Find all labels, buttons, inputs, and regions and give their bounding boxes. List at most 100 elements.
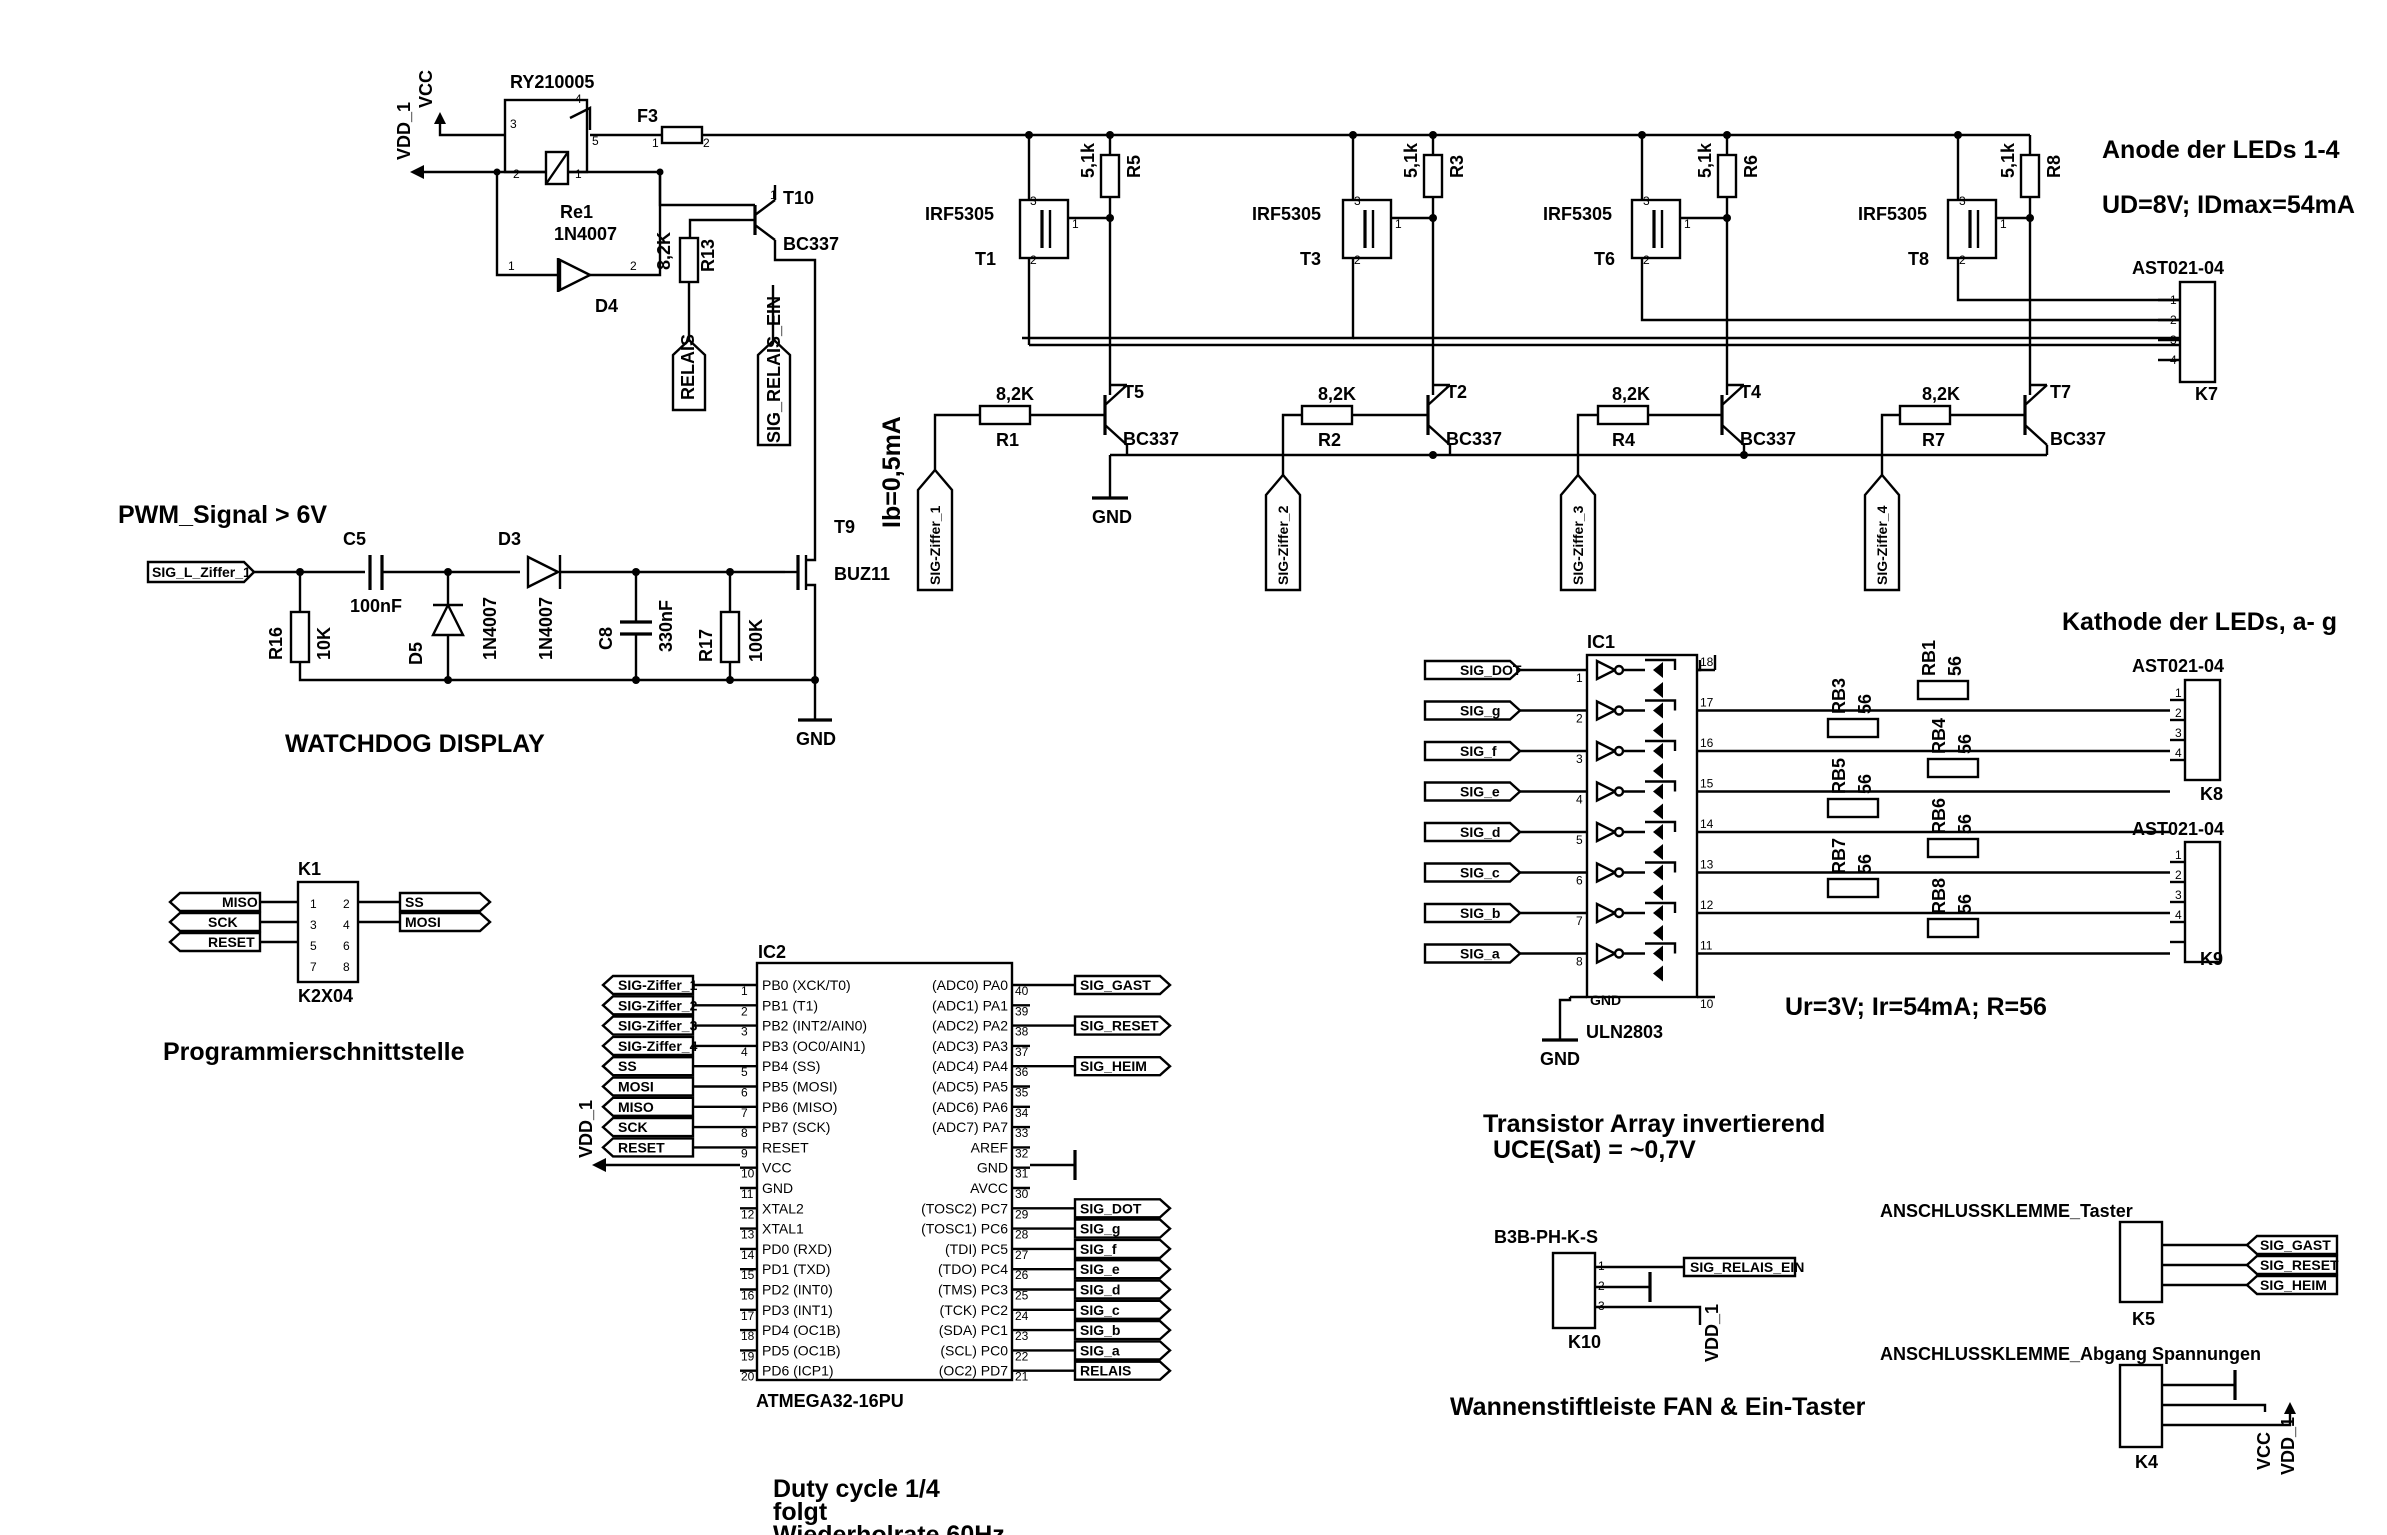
ic2-left-pin-name: PB1 (T1) — [762, 997, 818, 1013]
relay-ref: RY210005 — [510, 72, 594, 92]
segment-resistor — [1926, 917, 1980, 939]
ic2-right-pin-num: 37 — [1015, 1045, 1029, 1059]
sig-ziffer-4-text: SIG-Ziffer_4 — [1874, 505, 1890, 585]
r2-resistor — [1300, 404, 1354, 426]
ic1-input-flag — [1423, 862, 1522, 883]
r2-ref: R2 — [1318, 430, 1341, 450]
ic2-left-pin-name: PB3 (OC0/AIN1) — [762, 1038, 865, 1054]
ic1-in-pin: 4 — [1576, 793, 1583, 807]
r17-val: 100K — [746, 619, 766, 662]
ic2-right-flag-text: SIG_g — [1080, 1221, 1120, 1237]
t8-mosfet — [1946, 198, 1998, 260]
r5-ref: R5 — [1124, 155, 1144, 178]
note-anode: Anode der LEDs 1-4 — [2102, 136, 2340, 164]
gnd-watchdog: GND — [796, 729, 836, 749]
svg-text:4: 4 — [575, 92, 582, 106]
t3-mosfet — [1341, 198, 1393, 260]
ic2-left-pin-name: PD4 (OC1B) — [762, 1322, 841, 1338]
note-ib: Ib=0,5mA — [878, 416, 906, 528]
ic2-left-flag-text: SIG-Ziffer_1 — [618, 977, 698, 993]
ic2-left-pin-name: PD2 (INT0) — [762, 1282, 833, 1298]
ic2-right-pin-name: (TDO) PC4 — [938, 1261, 1008, 1277]
svg-text:3: 3 — [310, 918, 317, 932]
svg-text:3: 3 — [1643, 194, 1650, 208]
ic2-right-flag — [1073, 1055, 1172, 1077]
k1-type: K2X04 — [298, 986, 353, 1006]
svg-text:3: 3 — [510, 117, 517, 131]
t7-type: BC337 — [2050, 429, 2106, 449]
t6-type: IRF5305 — [1543, 204, 1612, 224]
ic2-left-pin-name: PD3 (INT1) — [762, 1302, 833, 1318]
d4-ref: D4 — [595, 296, 618, 316]
ic2-right-pin-name: (ADC1) PA1 — [932, 997, 1008, 1013]
ic2-right-pin-name: (TDI) PC5 — [945, 1241, 1008, 1257]
ic2-right-pin-name: (TMS) PC3 — [938, 1282, 1008, 1298]
k5-connector: ANSCHLUSSKLEMME_Taster K5 SIG_GAST SIG_R… — [1880, 1201, 2339, 1329]
diode-icon — [1653, 824, 1663, 840]
k1-miso-flag — [168, 891, 262, 913]
r3-ref: R3 — [1447, 155, 1467, 178]
k5-title: ANSCHLUSSKLEMME_Taster — [1880, 1201, 2133, 1221]
note-duty1: Duty cycle 1/4 — [773, 1475, 940, 1503]
ic2-right-pin-name: AVCC — [970, 1180, 1008, 1196]
ic1-in-pin: 1 — [1576, 671, 1583, 685]
k1-mosi-text: MOSI — [405, 914, 441, 930]
svg-text:2: 2 — [630, 259, 637, 273]
ic2-left-pin-num: 18 — [741, 1329, 755, 1343]
r8-ref: R8 — [2044, 155, 2064, 178]
segment-resistor — [1826, 717, 1880, 739]
driver-block-2: 5,1k R3 IRF5305 T3 321 T2 BC337 8,2K R2 … — [1022, 135, 1502, 592]
ic2-left-flag-text: SS — [618, 1058, 637, 1074]
sig-relais-flag — [756, 338, 792, 447]
k1-ss-text: SS — [405, 894, 424, 910]
svg-text:2: 2 — [703, 136, 710, 150]
ic1-out-pin: 17 — [1700, 696, 1714, 710]
ic2-left-pin-name: PB4 (SS) — [762, 1058, 820, 1074]
diode-icon — [1653, 925, 1663, 941]
t4-type: BC337 — [1740, 429, 1796, 449]
ic2-right-flag-text: SIG_e — [1080, 1261, 1120, 1277]
ic2-right-flag — [1073, 1299, 1172, 1321]
r16-ref: R16 — [266, 627, 286, 660]
ic2-right-flag-text: SIG_RESET — [1080, 1018, 1159, 1034]
svg-text:1: 1 — [652, 136, 659, 150]
ic2-left-pin-name: PD1 (TXD) — [762, 1261, 830, 1277]
svg-text:2: 2 — [513, 167, 520, 181]
c8-ref: C8 — [596, 627, 616, 650]
t7-ref: T7 — [2050, 382, 2071, 402]
svg-text:2: 2 — [2175, 868, 2182, 882]
ic2-left-flag — [601, 1055, 695, 1077]
k10-type: B3B-PH-K-S — [1494, 1227, 1598, 1247]
note-duty3: Wiederholrate 60Hz — [773, 1521, 1005, 1535]
ic1-input-flag — [1423, 943, 1522, 964]
k5-heim-text: SIG_HEIM — [2260, 1277, 2327, 1293]
t9-ref: T9 — [834, 517, 855, 537]
ic2-left-pin-num: 10 — [741, 1167, 755, 1181]
ic1-ref: IC1 — [1587, 632, 1615, 652]
ic2-left-pin-name: GND — [762, 1180, 793, 1196]
ic1-input-flag — [1423, 902, 1522, 924]
r5-resistor — [1099, 153, 1121, 199]
r5-val: 5,1k — [1078, 142, 1098, 178]
diode-icon — [1653, 682, 1663, 698]
ic2-left-pin-name: PB7 (SCK) — [762, 1119, 830, 1135]
ic2-left-pin-num: 4 — [741, 1045, 748, 1059]
k10-vdd-text: VDD_1 — [1702, 1304, 1722, 1362]
diode-icon — [1653, 702, 1663, 719]
svg-text:3: 3 — [1959, 194, 1966, 208]
ic1-in-pin: 7 — [1576, 914, 1583, 928]
ic2-ref: IC2 — [758, 942, 786, 962]
d3-ref: D3 — [498, 529, 521, 549]
t5-ref: T5 — [1123, 382, 1144, 402]
driver-block-3: 5,1k R6 IRF5305 T6 321 T4 BC337 8,2K R4 … — [1543, 135, 2180, 592]
c5-val: 100nF — [350, 596, 402, 616]
ic2-vdd-label: VDD_1 — [576, 1100, 596, 1158]
r13-resistor — [678, 236, 700, 284]
note-array2: UCE(Sat) = ~0,7V — [1493, 1136, 1696, 1164]
r7-resistor — [1898, 404, 1952, 426]
ic2-left-pin-num: 11 — [741, 1187, 754, 1201]
svg-text:1: 1 — [1395, 217, 1402, 231]
ic2-type: ATMEGA32-16PU — [756, 1391, 904, 1411]
ic2-right-flag-text: SIG_b — [1080, 1322, 1120, 1338]
ic1-out-pin: 15 — [1700, 777, 1714, 791]
